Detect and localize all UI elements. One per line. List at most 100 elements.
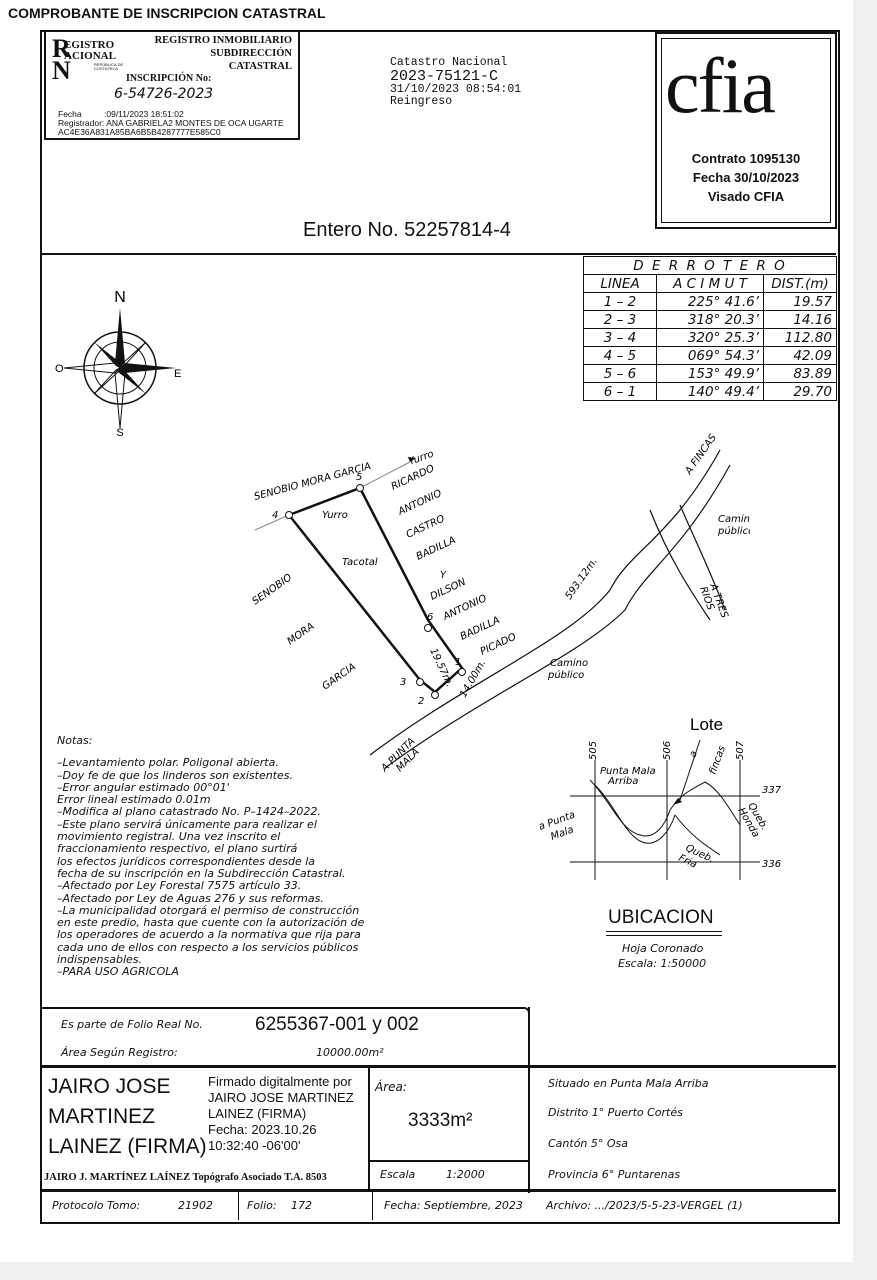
document-title: COMPROBANTE DE INSCRIPCION CATASTRAL [8, 5, 326, 21]
grid-label: 337 [762, 785, 782, 796]
owner-west: MORA [285, 621, 316, 647]
note-line: –PARA USO AGRICOLA [57, 965, 179, 979]
notes-section: Notas: –Levantamiento polar. Poligonal a… [57, 734, 365, 979]
fecha: Fecha: Septiembre, 2023 [384, 1199, 523, 1212]
road-label: Camino [718, 514, 750, 525]
stamp-date-label: Fecha [58, 109, 82, 119]
signature-line: Firmado digitalmente por [208, 1074, 352, 1089]
table-cell: 6 – 1 [583, 382, 657, 401]
location-map: Lote 505 506 507 337 336 Punta Mala Arri… [537, 715, 782, 880]
area-label: Área: [375, 1080, 407, 1094]
surveyor-line: JAIRO J. MARTÍNEZ LAÍNEZ Topógrafo Asoci… [44, 1172, 327, 1183]
table-cell: 4 – 5 [583, 346, 657, 365]
compass-east: E [174, 368, 181, 380]
derrotero-table: D E R R O T E R O LINEA A C I M U T DIST… [583, 256, 837, 401]
folio-value: 6255367-001 y 002 [255, 1014, 419, 1035]
situado: Situado en Punta Mala Arriba [548, 1077, 709, 1090]
cfia-visado: Visado CFIA [707, 189, 785, 204]
signer-name-line: MARTINEZ [48, 1105, 155, 1128]
tacotal-label: Tacotal [342, 557, 378, 568]
vertex-label: 4 [272, 510, 278, 521]
yurro-label: Yurro [322, 510, 348, 521]
owner-east: DILSON [429, 577, 468, 603]
note-line: cada uno de ellos con respecto a los ser… [57, 940, 359, 954]
logo-line-1: EGISTRO [64, 39, 115, 51]
owner-west: SENOBIO [250, 572, 294, 607]
road-label: público [547, 669, 584, 681]
road-label: Camino [550, 658, 588, 669]
escala-value: 1:2000 [446, 1168, 485, 1181]
catastro-status: Reingreso [390, 95, 453, 108]
derrotero-header: A C I M U T [656, 274, 764, 293]
table-cell: 14.16 [763, 310, 837, 329]
cfia-contract: Contrato 1095130 [691, 151, 801, 166]
catastro-number: 2023-75121-C [390, 68, 499, 85]
derrotero-header: LINEA [583, 274, 657, 293]
table-cell: 153° 49.9’ [656, 364, 764, 383]
derrotero-header: DIST.(m) [763, 274, 837, 293]
archivo: Archivo: .../2023/5-5-23-VERGEL (1) [546, 1199, 743, 1212]
compass-rose-icon: N S O E [55, 289, 181, 439]
map-label: Punta Mala [600, 766, 656, 777]
owner-east: BADILLA [415, 535, 458, 563]
owner-east: Y [440, 570, 447, 581]
area-registro-value: 10000.00m² [316, 1046, 384, 1059]
note-line: fraccionamiento respectivo, el plano sur… [57, 842, 298, 856]
road-direction: A FINCAS [683, 432, 720, 478]
owner-north: SENOBIO MORA GARCIA [253, 461, 373, 503]
table-cell: 140° 49.4’ [656, 382, 764, 401]
folio-label: Es parte de Folio Real No. [61, 1018, 203, 1031]
compass-south: S [116, 427, 123, 439]
vertex-label: 6 [427, 612, 433, 623]
stamp-date-value: :09/11/2023 18:51:02 [104, 109, 184, 119]
vertex-label: 5 [356, 472, 362, 483]
cfia-date: Fecha 30/10/2023 [692, 170, 800, 185]
owner-east: ANTONIO [396, 488, 444, 518]
note-line: –Doy fe de que los linderos son existent… [57, 768, 293, 782]
vertex-label: 3 [400, 677, 406, 688]
escala-label: Escala [380, 1168, 416, 1181]
note-line: en este predio, hasta que cuente con la … [57, 916, 365, 930]
table-cell: 83.89 [763, 364, 837, 383]
table-cell: 318° 20.3’ [656, 310, 764, 329]
signer-name: JAIRO JOSE MARTINEZ LAINEZ (FIRMA) [48, 1072, 207, 1162]
note-line: Error lineal estimado 0.01m [57, 793, 211, 807]
note-line: –Afectado por Ley de Aguas 276 y sus ref… [57, 891, 324, 905]
map-label: fincas [707, 744, 727, 776]
stamp-heading-2: SUBDIRECCIÓN [210, 48, 292, 59]
note-line: los efectos jurídicos correspondientes d… [57, 854, 316, 868]
table-cell: 5 – 6 [583, 364, 657, 383]
distrito: Distrito 1° Puerto Cortés [548, 1106, 683, 1119]
signature-line: 10:32:40 -06'00' [208, 1138, 301, 1153]
folio2-value: 172 [291, 1199, 312, 1212]
table-cell: 42.09 [763, 346, 837, 365]
note-line: movimiento registral. Una vez inscrito e… [57, 830, 281, 844]
note-line: indispensables. [57, 953, 143, 967]
stamp-heading-3: CATASTRAL [228, 61, 292, 72]
compass-west: O [55, 363, 64, 375]
table-cell: 069° 54.3’ [656, 346, 764, 365]
vertex-label: 1 [455, 657, 461, 668]
ubicacion-title: UBICACION [608, 907, 714, 928]
owner-east: CASTRO [405, 513, 447, 540]
grid-label: 336 [762, 859, 781, 870]
inscription-number: 6-54726-2023 [114, 86, 214, 102]
table-cell: 29.70 [763, 382, 837, 401]
road-label: público [717, 525, 750, 537]
signer-name-line: JAIRO JOSE [48, 1075, 171, 1098]
signature-line: JAIRO JOSE MARTINEZ [208, 1090, 354, 1105]
notes-title: Notas: [57, 734, 93, 747]
header-divider [40, 253, 836, 255]
provincia: Provincia 6° Puntarenas [548, 1168, 681, 1181]
derrotero-title: D E R R O T E R O [583, 256, 837, 275]
note-line: –Error angular estimado 00°01' [57, 780, 230, 794]
distance-label: 593.12m. [563, 556, 599, 602]
owner-east: BADILLA [459, 615, 502, 643]
catastro-title: Catastro Nacional [390, 56, 508, 69]
